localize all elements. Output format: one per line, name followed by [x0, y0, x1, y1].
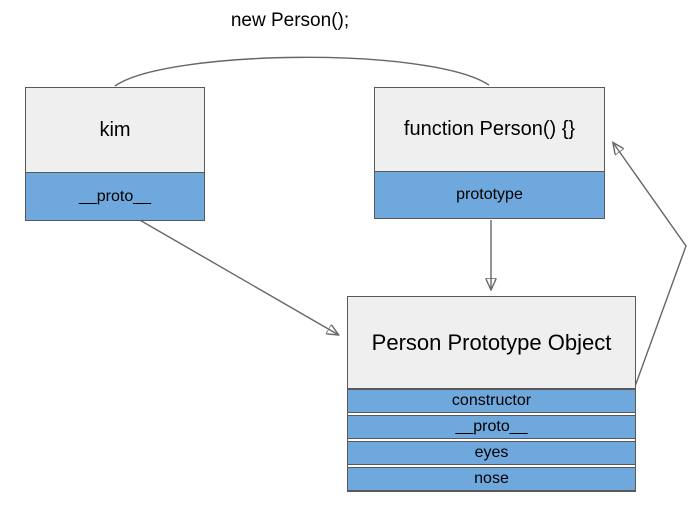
box-person-prototype-object: Person Prototype Object constructor __pr… [347, 296, 636, 492]
box-kim-row-proto: __proto__ [26, 173, 204, 220]
arrow-kim-proto-to-prototype-object [111, 203, 337, 334]
row-proto: __proto__ [348, 415, 635, 439]
connector-new-person-curve [114, 56, 490, 87]
box-kim-title: kim [26, 88, 204, 173]
box-person-prototype-object-rows: constructor __proto__ eyes nose [348, 389, 635, 491]
row-constructor: constructor [348, 389, 635, 413]
row-nose: nose [348, 467, 635, 491]
box-function-person-title: function Person() {} [375, 88, 604, 172]
box-kim: kim __proto__ [25, 87, 205, 221]
box-function-person: function Person() {} prototype [374, 87, 605, 219]
box-function-person-row-prototype: prototype [375, 172, 604, 218]
new-person-label: new Person(); [230, 10, 350, 31]
row-eyes: eyes [348, 441, 635, 465]
box-person-prototype-object-title: Person Prototype Object [348, 297, 635, 389]
